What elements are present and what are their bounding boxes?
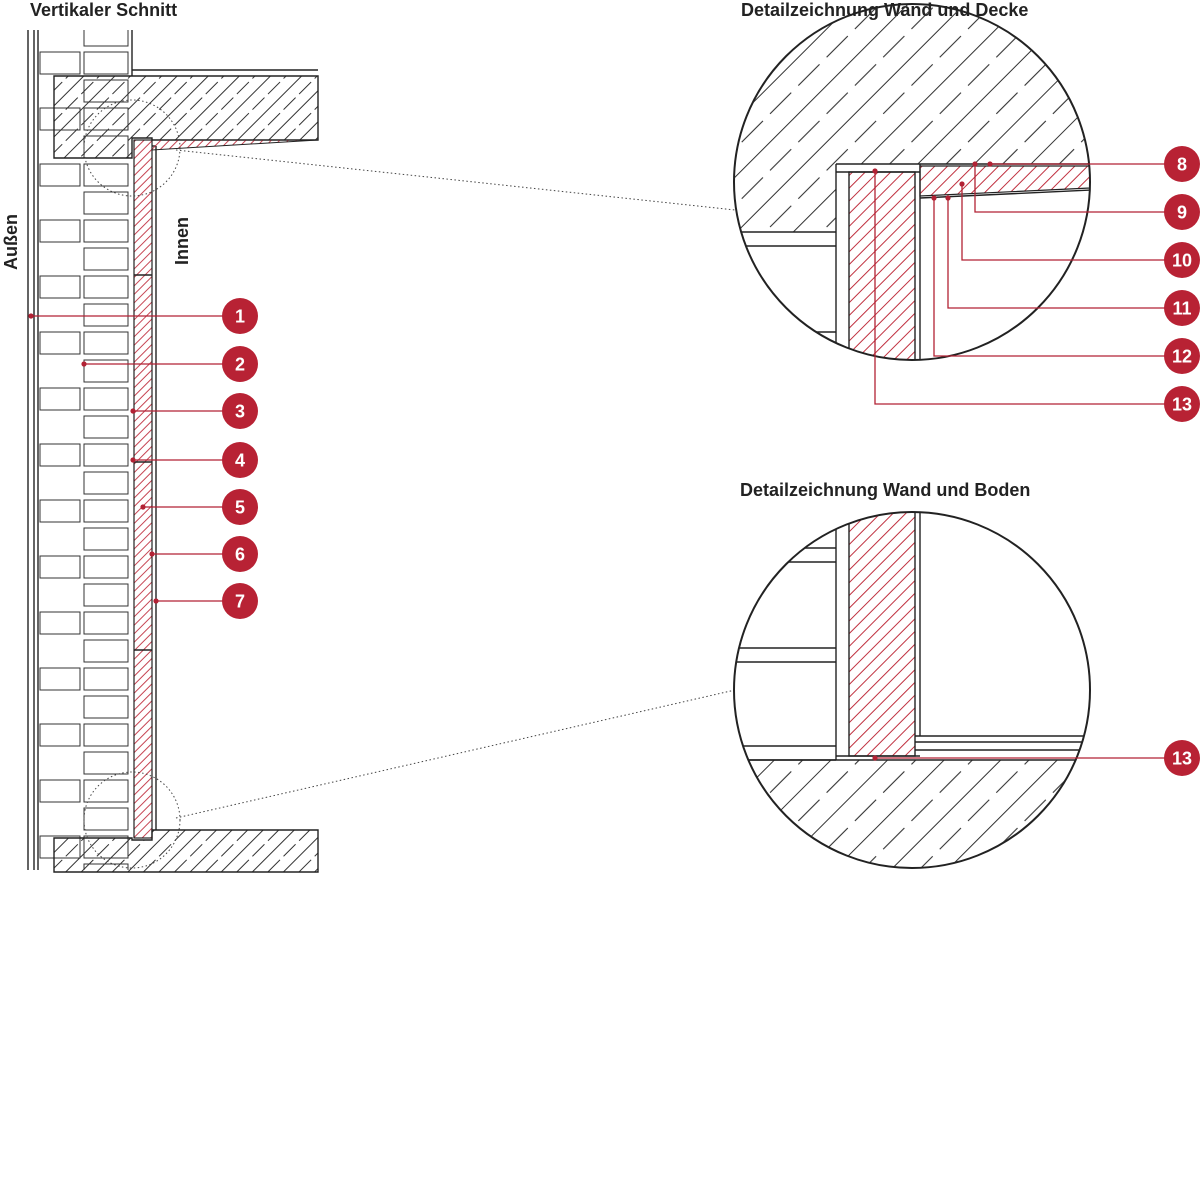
detail-bottom-circle xyxy=(733,511,1091,869)
callout-4: 4 xyxy=(130,442,258,478)
callout-1-label: 1 xyxy=(235,307,245,327)
callout-13-top-label: 13 xyxy=(1172,395,1192,415)
ceiling-wedge xyxy=(151,139,319,151)
callout-8-label: 8 xyxy=(1177,155,1187,175)
zoom-circle-top xyxy=(83,99,181,197)
zoom-link-top xyxy=(175,149,736,211)
callout-5-label: 5 xyxy=(235,498,245,518)
callout-9-label: 9 xyxy=(1177,203,1187,223)
inner-lining-panel xyxy=(133,139,153,839)
callout-11-label: 11 xyxy=(1172,299,1191,319)
callout-6-label: 6 xyxy=(235,545,245,565)
callout-1: 1 xyxy=(28,298,258,334)
vertical-section xyxy=(27,30,736,873)
callout-9: 9 xyxy=(972,161,1200,230)
callout-13-bottom: 13 xyxy=(872,740,1200,776)
label-outside: Außen xyxy=(1,214,21,270)
callout-13-top: 13 xyxy=(872,168,1200,422)
callout-10: 10 xyxy=(959,181,1200,278)
callout-8: 8 xyxy=(987,146,1200,182)
detail-bottom-title: Detailzeichnung Wand und Boden xyxy=(740,480,1030,500)
callout-12-label: 12 xyxy=(1172,347,1192,367)
callout-10-label: 10 xyxy=(1172,251,1192,271)
ceiling-slab xyxy=(53,75,319,159)
detail-top: 8 9 10 11 12 13 xyxy=(733,3,1200,422)
detail-top-concrete xyxy=(734,4,1090,232)
callout-2: 2 xyxy=(81,346,258,382)
callout-3-label: 3 xyxy=(235,402,245,422)
callout-7-label: 7 xyxy=(235,592,245,612)
callout-6: 6 xyxy=(149,536,258,572)
zoom-circle-bottom xyxy=(83,771,181,869)
callout-7: 7 xyxy=(153,583,258,619)
callout-11: 11 xyxy=(945,195,1200,326)
detail-top-circle xyxy=(733,3,1091,361)
masonry-wall xyxy=(38,30,132,870)
detail-bottom: 13 xyxy=(733,511,1200,869)
detail-bottom-panel xyxy=(848,512,916,757)
detail-top-wedge xyxy=(919,165,1090,197)
callout-12: 12 xyxy=(931,195,1200,374)
zoom-link-bottom xyxy=(175,689,736,819)
detail-bottom-concrete xyxy=(734,760,1090,868)
callout-3: 3 xyxy=(130,393,258,429)
callouts-left: 1 2 3 4 5 6 7 xyxy=(28,298,258,619)
callout-13-bottom-label: 13 xyxy=(1172,749,1192,769)
label-inside: Innen xyxy=(172,217,192,265)
detail-top-panel xyxy=(848,171,916,360)
callout-4-label: 4 xyxy=(235,451,245,471)
callout-5: 5 xyxy=(140,489,258,525)
callout-2-label: 2 xyxy=(235,355,245,375)
section-title: Vertikaler Schnitt xyxy=(30,0,177,20)
